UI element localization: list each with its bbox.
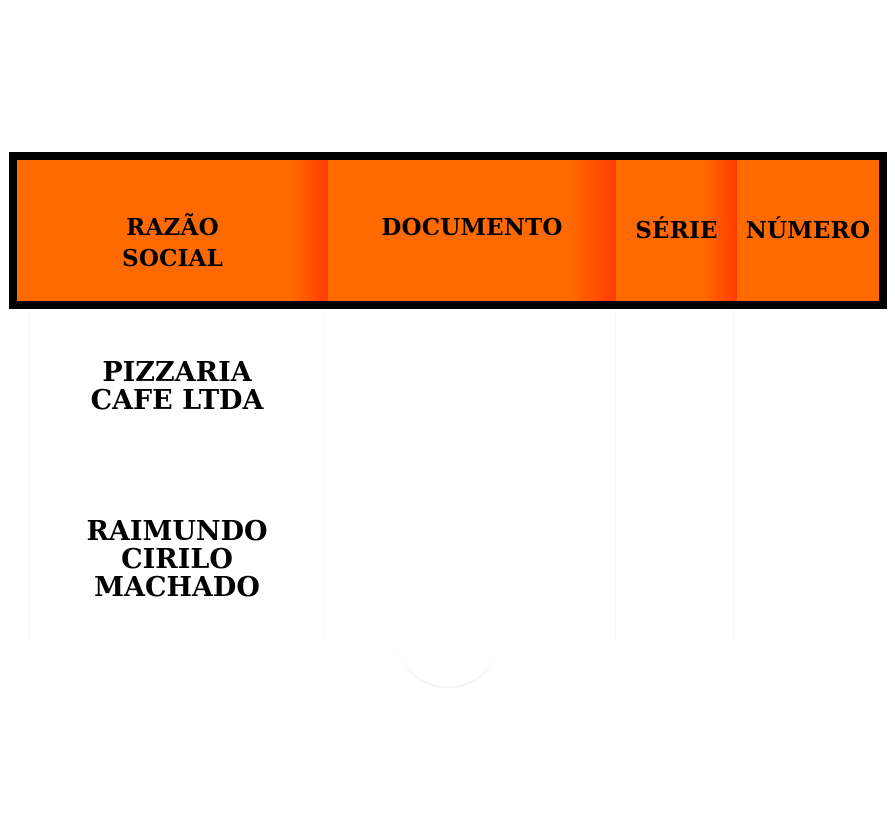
table-body: PIZZARIA CAFE LTDA RAIMUNDO CIRILO MACHA… [29, 309, 889, 641]
column-header-documento-label: DOCUMENTO [381, 214, 563, 241]
cell-razao-social: PIZZARIA CAFE LTDA [29, 309, 325, 475]
column-header-documento: DOCUMENTO [328, 160, 616, 301]
cell-razao-social: RAIMUNDO CIRILO MACHADO [29, 475, 325, 641]
column-header-numero: NÚMERO [737, 160, 879, 301]
column-header-razao-social-label: RAZÃO SOCIAL [122, 213, 223, 272]
cell-serie [616, 309, 734, 475]
cell-documento [325, 475, 616, 641]
table-row[interactable]: PIZZARIA CAFE LTDA [29, 309, 889, 475]
column-header-serie: SÉRIE [616, 160, 737, 301]
cell-documento [325, 309, 616, 475]
faint-decoration [398, 640, 498, 688]
table-header: RAZÃO SOCIAL DOCUMENTO SÉRIE NÚMERO [9, 152, 887, 309]
table-row[interactable]: RAIMUNDO CIRILO MACHADO [29, 475, 889, 641]
column-header-numero-label: NÚMERO [745, 217, 871, 244]
cell-numero [734, 475, 889, 641]
cell-serie [616, 475, 734, 641]
cell-razao-social-text: PIZZARIA CAFE LTDA [90, 357, 264, 416]
cell-numero [734, 309, 889, 475]
cell-razao-social-text: RAIMUNDO CIRILO MACHADO [86, 516, 268, 603]
column-header-razao-social: RAZÃO SOCIAL [17, 160, 328, 301]
column-header-serie-label: SÉRIE [635, 217, 718, 244]
